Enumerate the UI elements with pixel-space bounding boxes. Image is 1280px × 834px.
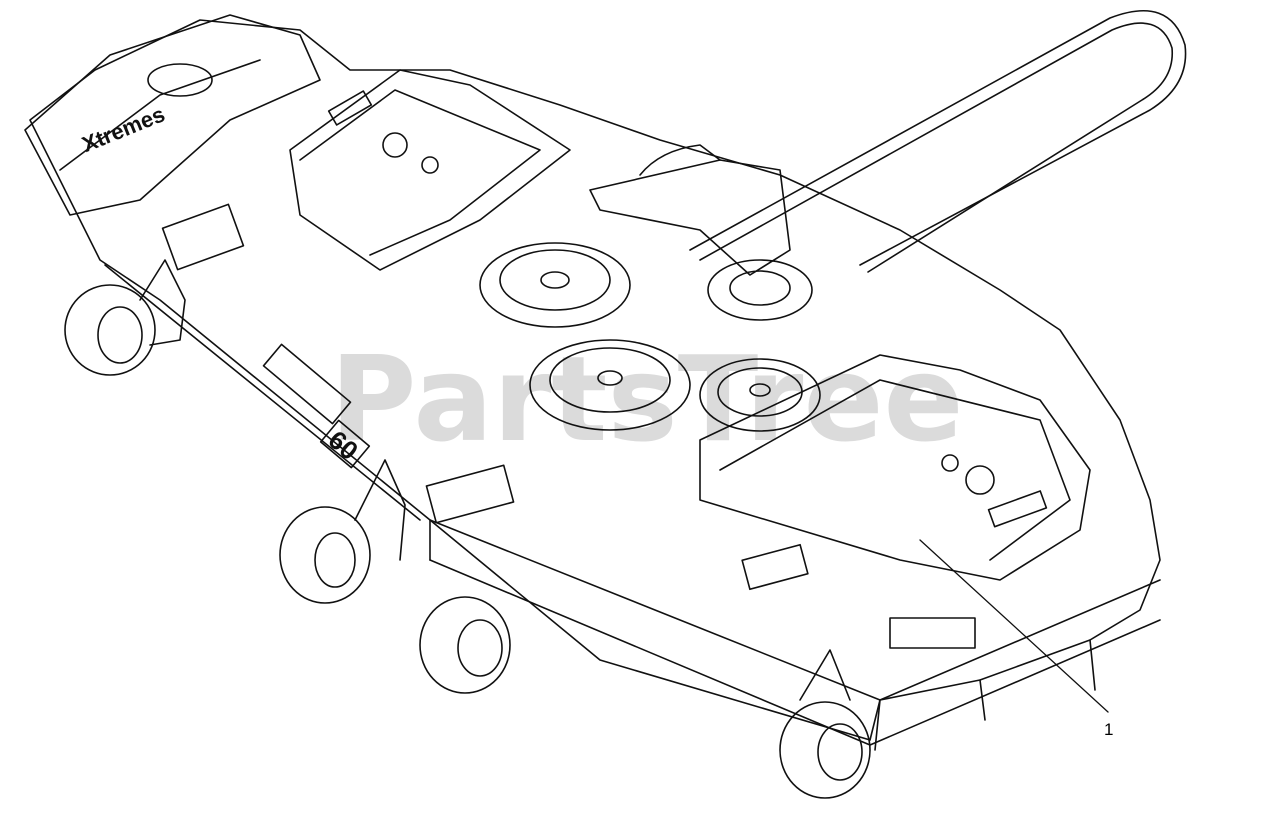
callout-leader-1 <box>919 539 1109 713</box>
safety-decal <box>161 203 976 649</box>
deck-size-badge <box>262 343 371 469</box>
pulley-left <box>479 242 631 328</box>
pulley-center <box>529 339 691 431</box>
gauge-wheel-rear-right <box>779 701 871 799</box>
drive-belt <box>689 10 1187 273</box>
gauge-wheel-front-left <box>64 284 156 376</box>
brand-logo: Xtremes <box>78 101 168 157</box>
discharge-cover <box>24 14 321 216</box>
callout-label-1: 1 <box>1104 720 1114 739</box>
watermark: PartsTree <box>330 330 964 468</box>
idler-arm <box>589 144 791 276</box>
right-spindle-cover <box>699 354 1091 581</box>
idler-pulley <box>707 259 813 321</box>
gauge-wheel-rear-left <box>419 596 511 694</box>
left-spindle-cover <box>289 69 571 271</box>
pulley-right <box>699 358 821 432</box>
wheel-bracket <box>139 259 851 701</box>
gauge-wheel-mid-left <box>279 506 371 604</box>
